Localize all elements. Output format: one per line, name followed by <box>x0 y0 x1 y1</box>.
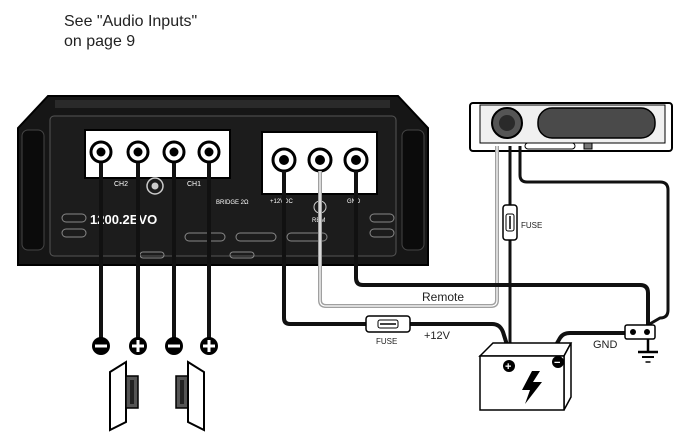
power-terminal-screw-gnd <box>343 147 369 173</box>
bridge-label: BRIDGE 2Ω <box>216 200 249 206</box>
plus12v-wire <box>282 171 366 326</box>
speaker-left-icon <box>109 360 139 432</box>
battery-ground-wire <box>554 331 625 346</box>
battery-top <box>478 342 573 357</box>
note-line-2: on page 9 <box>64 33 136 50</box>
vent-slot <box>61 213 87 223</box>
vent-slot <box>286 232 328 242</box>
power-terminal-screw-12v <box>271 147 297 173</box>
battery-minus-symbol: − <box>554 357 560 369</box>
amplifier-fin-right <box>401 129 425 251</box>
volume-knob-icon <box>491 107 523 139</box>
audio-inputs-note: See "Audio Inputs" on page 9 <box>64 12 197 52</box>
speaker-terminal-screw-2 <box>126 140 150 164</box>
vent-slot <box>235 232 277 242</box>
bridge-knob-icon <box>146 177 164 195</box>
battery-plus-symbol: + <box>505 361 511 373</box>
ch2-label: CH2 <box>114 181 128 188</box>
amplifier: CH2 CH1 BRIDGE 2Ω 1200.2EVO <box>17 95 429 266</box>
vent-slot <box>369 213 395 223</box>
model-label: 1200.2EVO <box>90 212 157 227</box>
battery-side <box>563 342 572 411</box>
vent-slot <box>369 228 395 238</box>
plus12v-wire-battery <box>410 322 510 349</box>
lightning-bolt-icon <box>522 371 542 404</box>
vent-slot <box>61 228 87 238</box>
amplifier-top-strip <box>55 100 390 108</box>
note-line-1: See "Audio Inputs" <box>64 13 198 30</box>
ch1-label: CH1 <box>187 181 201 188</box>
plus12v-label: +12V <box>424 330 451 342</box>
power-terminal-screw-remote <box>307 147 333 173</box>
speaker-right-icon <box>175 360 205 432</box>
terminal-marker-2 <box>129 337 147 355</box>
fuse-battery-icon <box>365 315 411 333</box>
speaker-terminal-screw-3 <box>162 140 186 164</box>
display-screen <box>537 107 656 139</box>
head-unit-radio <box>469 102 673 152</box>
ground-junction-icon <box>624 324 656 340</box>
radio-ground-wire <box>518 146 670 327</box>
battery-front <box>479 355 565 411</box>
amp-ground-wire <box>354 171 650 328</box>
power-label: +12VDC <box>270 199 294 205</box>
battery-positive-post <box>503 360 515 372</box>
display-side-button <box>583 142 593 150</box>
terminal-marker-4 <box>200 337 218 355</box>
amplifier-fin-left <box>21 129 45 251</box>
terminal-marker-1 <box>92 337 110 355</box>
speaker-terminal-screw-4 <box>197 140 221 164</box>
speaker-terminal-screw-1 <box>89 140 113 164</box>
fuse-radio-label: FUSE <box>521 221 542 230</box>
remote-wire-inner <box>319 146 498 307</box>
fuse-battery-label: FUSE <box>376 337 397 346</box>
vent-slot <box>184 232 226 242</box>
gnd-wire-label: GND <box>593 339 618 351</box>
fuse-radio-icon <box>502 204 518 241</box>
battery: + − <box>478 342 573 411</box>
remote-wire-label: Remote <box>422 290 464 304</box>
chassis-ground-icon <box>638 339 658 363</box>
vent-slot <box>229 251 255 259</box>
display-button-row <box>524 142 576 150</box>
battery-negative-post <box>552 356 564 368</box>
terminal-marker-3 <box>165 337 183 355</box>
